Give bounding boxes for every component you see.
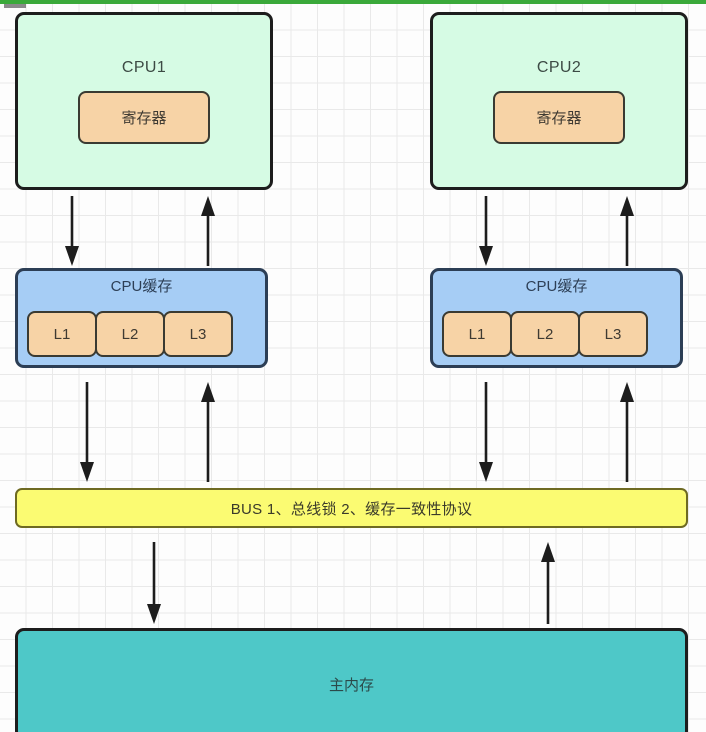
cpu2-label: CPU2 — [536, 58, 582, 76]
cache-1-level-row: L1 L2 L3 — [27, 311, 233, 357]
cpu1-box[interactable]: CPU1 寄存器 — [15, 12, 273, 190]
arrow-memory-to-bus — [539, 542, 557, 624]
arrow-bus-to-cache1 — [199, 382, 217, 482]
arrow-cpu2-to-cache2 — [477, 196, 495, 266]
arrow-cache2-to-bus — [477, 382, 495, 482]
top-rule-stub — [4, 4, 26, 8]
cache-1-level-l2[interactable]: L2 — [95, 311, 165, 357]
cpu1-label: CPU1 — [121, 58, 167, 76]
cache-2-level-row: L1 L2 L3 — [442, 311, 648, 357]
cache-2-level-l2-label: L2 — [536, 325, 554, 343]
cache-1-level-l1[interactable]: L1 — [27, 311, 97, 357]
arrow-cache2-to-cpu2 — [618, 196, 636, 266]
cache-1-level-l1-label: L1 — [53, 325, 71, 343]
cache-1-level-l3[interactable]: L3 — [163, 311, 233, 357]
cache-1-level-l2-label: L2 — [121, 325, 139, 343]
main-memory-box[interactable]: 主内存 — [15, 628, 688, 732]
cpu1-register-label: 寄存器 — [121, 109, 167, 127]
cpu1-register-box[interactable]: 寄存器 — [78, 90, 210, 144]
main-memory-label: 主内存 — [328, 676, 374, 694]
arrow-cache1-to-cpu1 — [199, 196, 217, 266]
top-green-rule — [0, 0, 706, 4]
cache-2-level-l3-label: L3 — [604, 325, 622, 343]
bus-box[interactable]: BUS 1、总线锁 2、缓存一致性协议 — [15, 488, 688, 528]
arrow-cpu1-to-cache1 — [63, 196, 81, 266]
bus-label: BUS 1、总线锁 2、缓存一致性协议 — [230, 500, 473, 518]
cache-1-level-l3-label: L3 — [189, 325, 207, 343]
cpu2-register-box[interactable]: 寄存器 — [493, 90, 625, 144]
cpu-cache-1-box[interactable]: CPU缓存 L1 L2 L3 — [15, 268, 268, 368]
cpu-cache-1-label: CPU缓存 — [110, 278, 173, 295]
cache-2-level-l1[interactable]: L1 — [442, 311, 512, 357]
arrow-bus-to-cache2 — [618, 382, 636, 482]
cpu2-box[interactable]: CPU2 寄存器 — [430, 12, 688, 190]
cpu2-register-label: 寄存器 — [536, 109, 582, 127]
cache-2-level-l1-label: L1 — [468, 325, 486, 343]
cache-2-level-l2[interactable]: L2 — [510, 311, 580, 357]
arrow-bus-to-memory — [145, 542, 163, 624]
cpu-cache-2-label: CPU缓存 — [525, 278, 588, 295]
cache-2-level-l3[interactable]: L3 — [578, 311, 648, 357]
arrow-cache1-to-bus — [78, 382, 96, 482]
cpu-cache-2-box[interactable]: CPU缓存 L1 L2 L3 — [430, 268, 683, 368]
